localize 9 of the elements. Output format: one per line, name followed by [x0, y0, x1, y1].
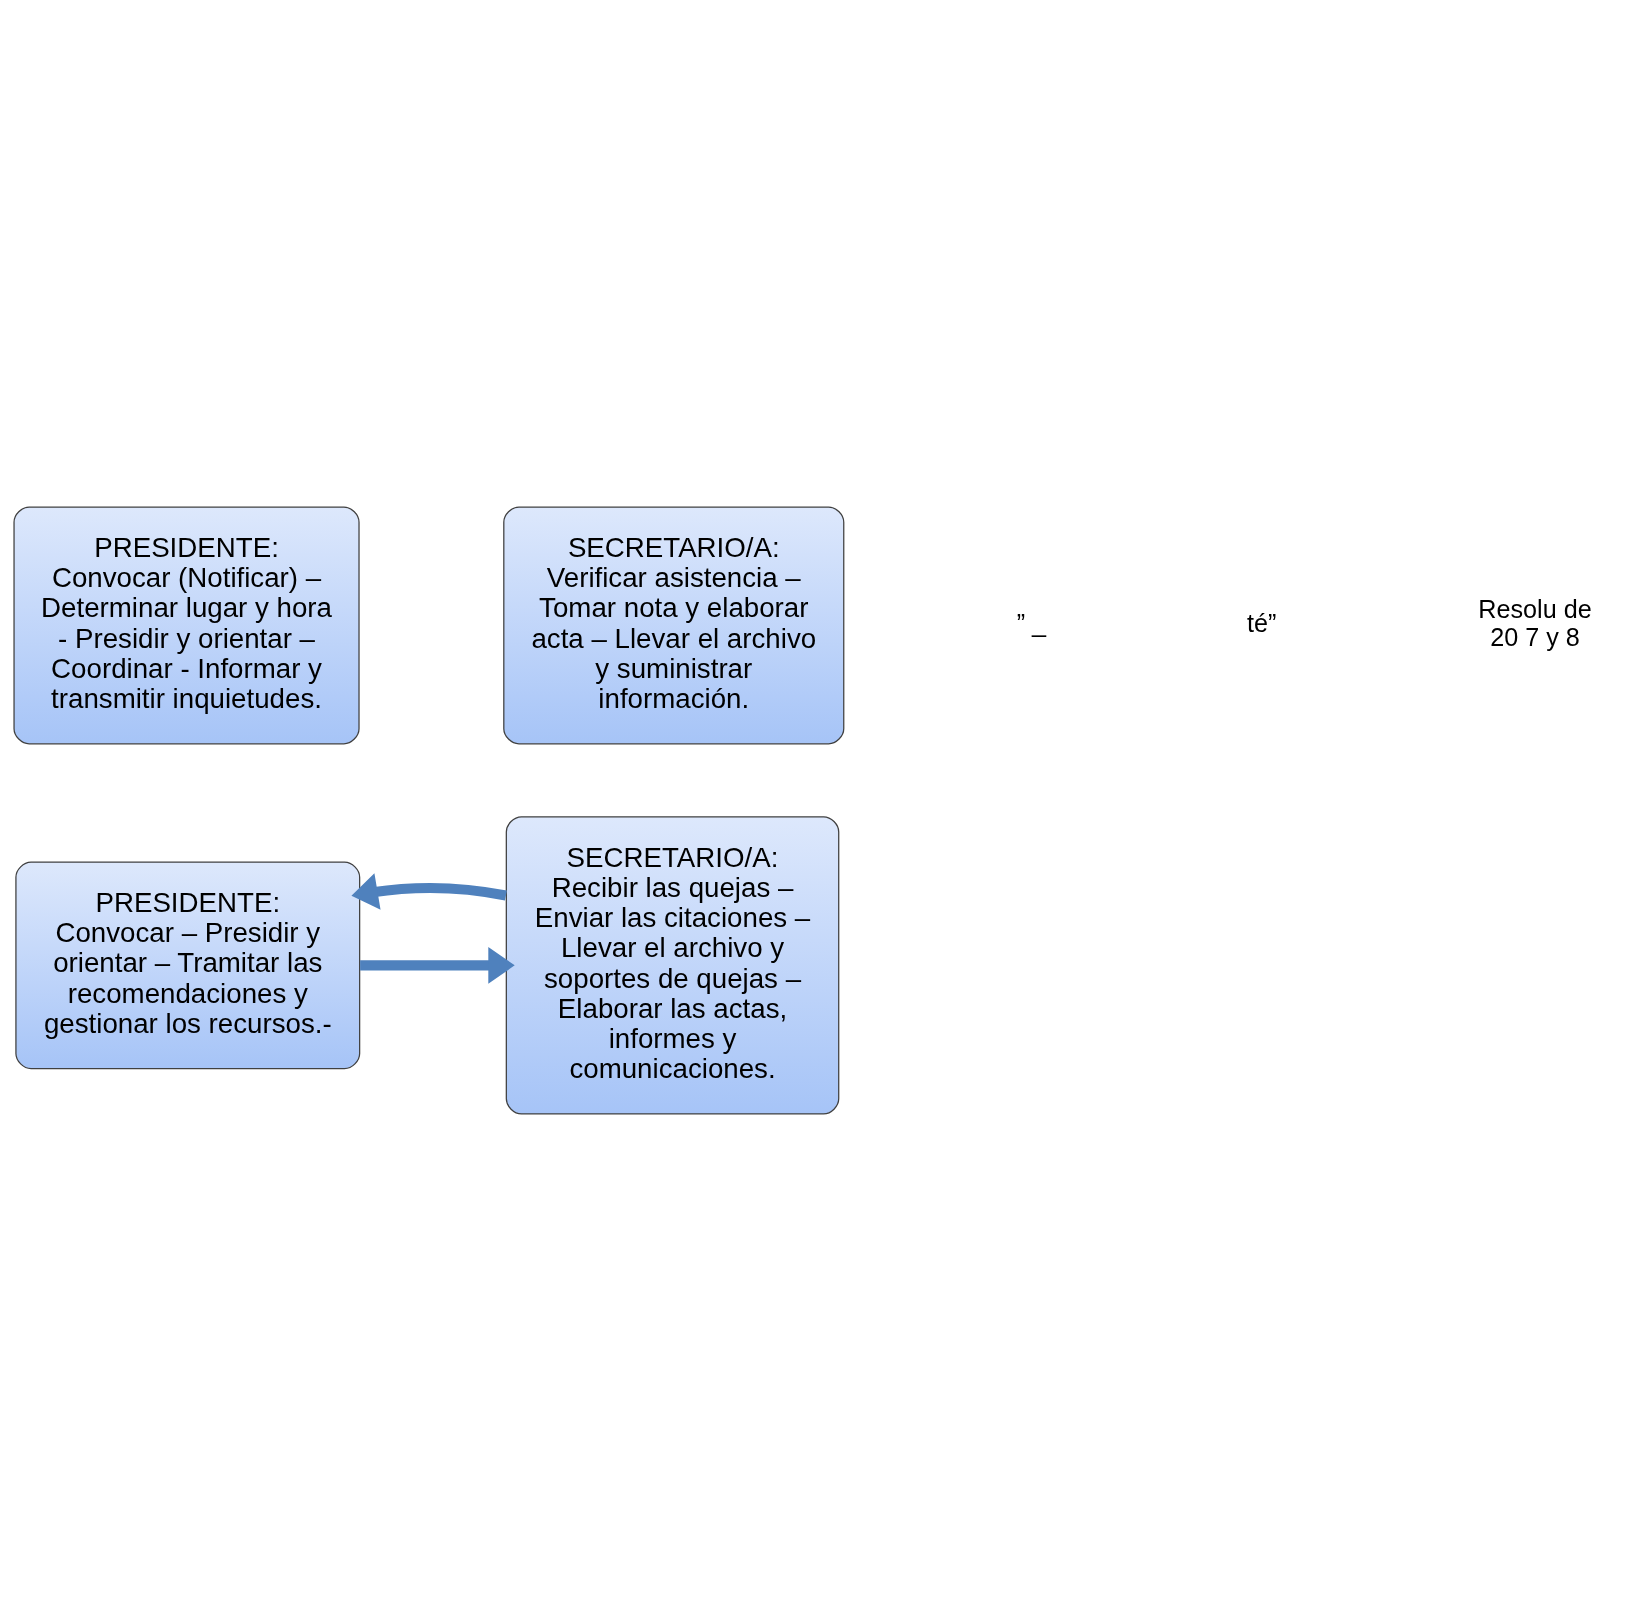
node-box: PRESIDENTE: Convocar – Presidir y orientar – Tramitar las recomendaciones y gestionar los recursos.- — [14, 861, 360, 1070]
node-box: SECRETARIO/A: Verificar asistencia – Tomar nota y elaborar acta – Llevar el archivo y suministrar información. — [502, 506, 844, 745]
node-box: SECRETARIO/A: Recibir las quejas – Enviar las citaciones – Llevar el archivo y soportes de quejas – Elaborar las actas, informes y comunicaciones. — [505, 816, 839, 1115]
arrow — [359, 946, 515, 984]
label: té” — [1246, 608, 1276, 637]
node-box: PRESIDENTE: Convocar (Notificar) – Determinar lugar y hora - Presidir y orientar – Coordinar - Informar y transmitir inquietudes. — [12, 506, 360, 745]
label: ” _ — [1016, 608, 1046, 637]
arrow — [350, 873, 507, 910]
label: Resolu de 20 7 y 8 — [1477, 594, 1592, 651]
